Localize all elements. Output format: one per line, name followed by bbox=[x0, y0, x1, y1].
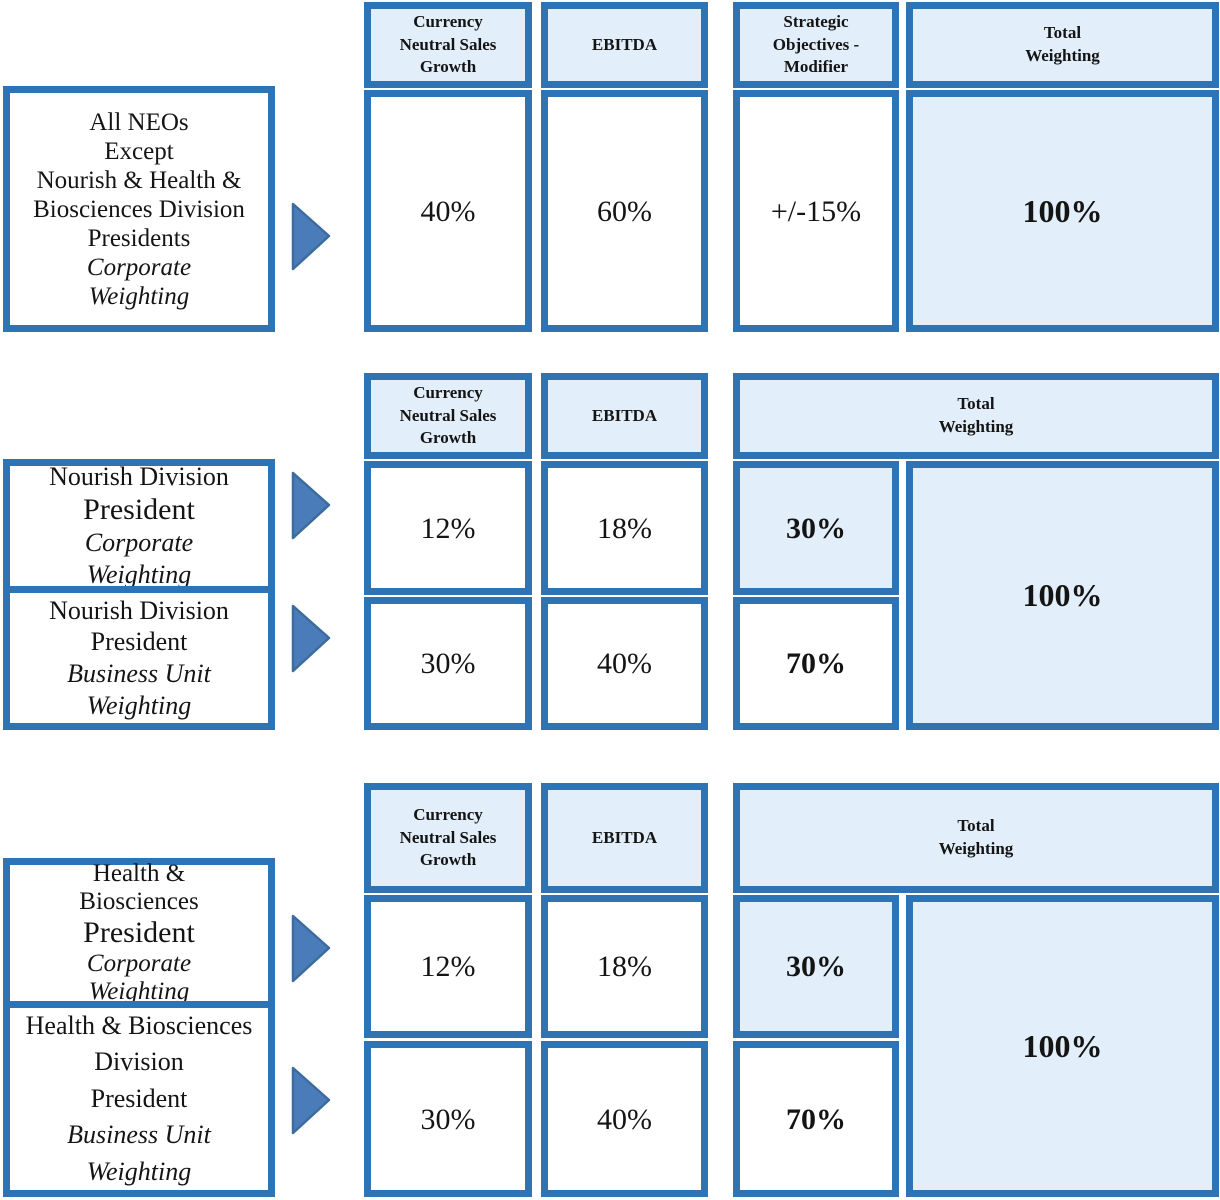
header-ebitda: EBITDA bbox=[541, 783, 708, 893]
cell-cnsg-hb-corporate: 12% bbox=[364, 895, 532, 1038]
header-ebitda: EBITDA bbox=[541, 373, 708, 459]
label-text-italic: Business Unit Weighting bbox=[67, 659, 211, 720]
header-ebitda: EBITDA bbox=[541, 2, 708, 88]
label-text-italic: Corporate Weighting bbox=[84, 528, 194, 590]
cell-cnsg-nourish-corporate: 12% bbox=[364, 461, 532, 595]
label-nourish-president-business-unit: Nourish Division President Business Unit… bbox=[3, 586, 275, 730]
label-text: Nourish Division bbox=[49, 462, 229, 492]
label-nourish-president-corporate: Nourish Division President Corporate Wei… bbox=[3, 459, 275, 593]
cell-ebitda-nourish-business-unit: 40% bbox=[541, 597, 708, 730]
label-text-large: President bbox=[83, 492, 195, 526]
cell-ebitda-corporate: 60% bbox=[541, 90, 708, 332]
header-strategic-objectives-modifier: Strategic Objectives - Modifier bbox=[733, 2, 899, 88]
cell-strategic-modifier-corporate: +/-15% bbox=[733, 90, 899, 332]
label-text-italic: Business Unit Weighting bbox=[67, 1120, 211, 1186]
label-text: Health & Biosciences Division President bbox=[25, 1011, 253, 1113]
label-text: Nourish Division President bbox=[49, 595, 229, 657]
cell-cnsg-nourish-business-unit: 30% bbox=[364, 597, 532, 730]
label-text-italic: Corporate Weighting bbox=[86, 950, 192, 1006]
header-total-weighting: Total Weighting bbox=[906, 2, 1219, 88]
arrow-right-icon bbox=[291, 471, 331, 540]
label-text: Health & Biosciences bbox=[79, 859, 199, 915]
arrow-right-icon bbox=[291, 914, 331, 983]
cell-total-corporate: 100% bbox=[906, 90, 1219, 332]
cell-subtotal-nourish-corporate: 30% bbox=[733, 461, 899, 595]
arrow-right-icon bbox=[291, 202, 331, 271]
arrow-right-icon bbox=[291, 604, 331, 673]
label-text: All NEOs Except Nourish & Health & Biosc… bbox=[33, 108, 245, 252]
arrow-right-icon bbox=[291, 1066, 331, 1135]
cell-total-nourish: 100% bbox=[906, 461, 1219, 730]
cell-subtotal-nourish-business-unit: 70% bbox=[733, 597, 899, 730]
cell-subtotal-hb-corporate: 30% bbox=[733, 895, 899, 1038]
cell-ebitda-hb-corporate: 18% bbox=[541, 895, 708, 1038]
cell-cnsg-corporate: 40% bbox=[364, 90, 532, 332]
header-total-weighting: Total Weighting bbox=[733, 373, 1219, 459]
cell-ebitda-hb-business-unit: 40% bbox=[541, 1041, 708, 1197]
label-health-biosciences-president-corporate: Health & Biosciences President Corporate… bbox=[3, 858, 275, 1008]
cell-subtotal-hb-business-unit: 70% bbox=[733, 1041, 899, 1197]
label-all-neos-corporate: All NEOs Except Nourish & Health & Biosc… bbox=[3, 86, 275, 332]
header-currency-neutral-sales-growth: Currency Neutral Sales Growth bbox=[364, 783, 532, 893]
header-currency-neutral-sales-growth: Currency Neutral Sales Growth bbox=[364, 2, 532, 88]
label-health-biosciences-division-president-business-unit: Health & Biosciences Division President … bbox=[3, 1001, 275, 1197]
label-text-large: President bbox=[83, 915, 195, 949]
cell-cnsg-hb-business-unit: 30% bbox=[364, 1041, 532, 1197]
label-text-italic: Corporate Weighting bbox=[86, 253, 192, 310]
header-total-weighting: Total Weighting bbox=[733, 783, 1219, 893]
header-currency-neutral-sales-growth: Currency Neutral Sales Growth bbox=[364, 373, 532, 459]
cell-total-hb: 100% bbox=[906, 895, 1219, 1197]
cell-ebitda-nourish-corporate: 18% bbox=[541, 461, 708, 595]
